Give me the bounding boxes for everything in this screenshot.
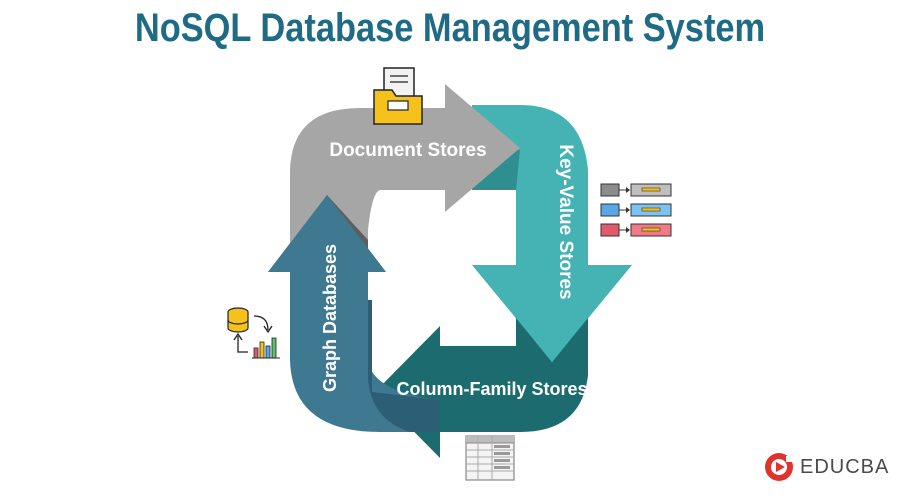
brand-name: EDUCBA bbox=[800, 455, 890, 478]
educba-brand: EDUCBA bbox=[764, 452, 889, 482]
page-title: NoSQL Database Management System bbox=[134, 6, 766, 50]
educba-logo-icon bbox=[765, 453, 794, 481]
label-column-family-stores: Column-Family Stores bbox=[396, 379, 587, 399]
key-value-pairs-icon bbox=[600, 183, 672, 237]
database-chart-icon bbox=[227, 307, 280, 359]
label-graph-databases: Graph Databases bbox=[320, 244, 340, 392]
graph-arrow-head-overlay bbox=[268, 195, 386, 290]
label-document-stores: Document Stores bbox=[329, 140, 486, 161]
document-folder-icon bbox=[373, 67, 423, 125]
graph-shadow bbox=[368, 300, 440, 432]
label-keyvalue-stores: Key-Value Stores bbox=[555, 144, 576, 299]
table-grid-icon bbox=[465, 435, 515, 481]
